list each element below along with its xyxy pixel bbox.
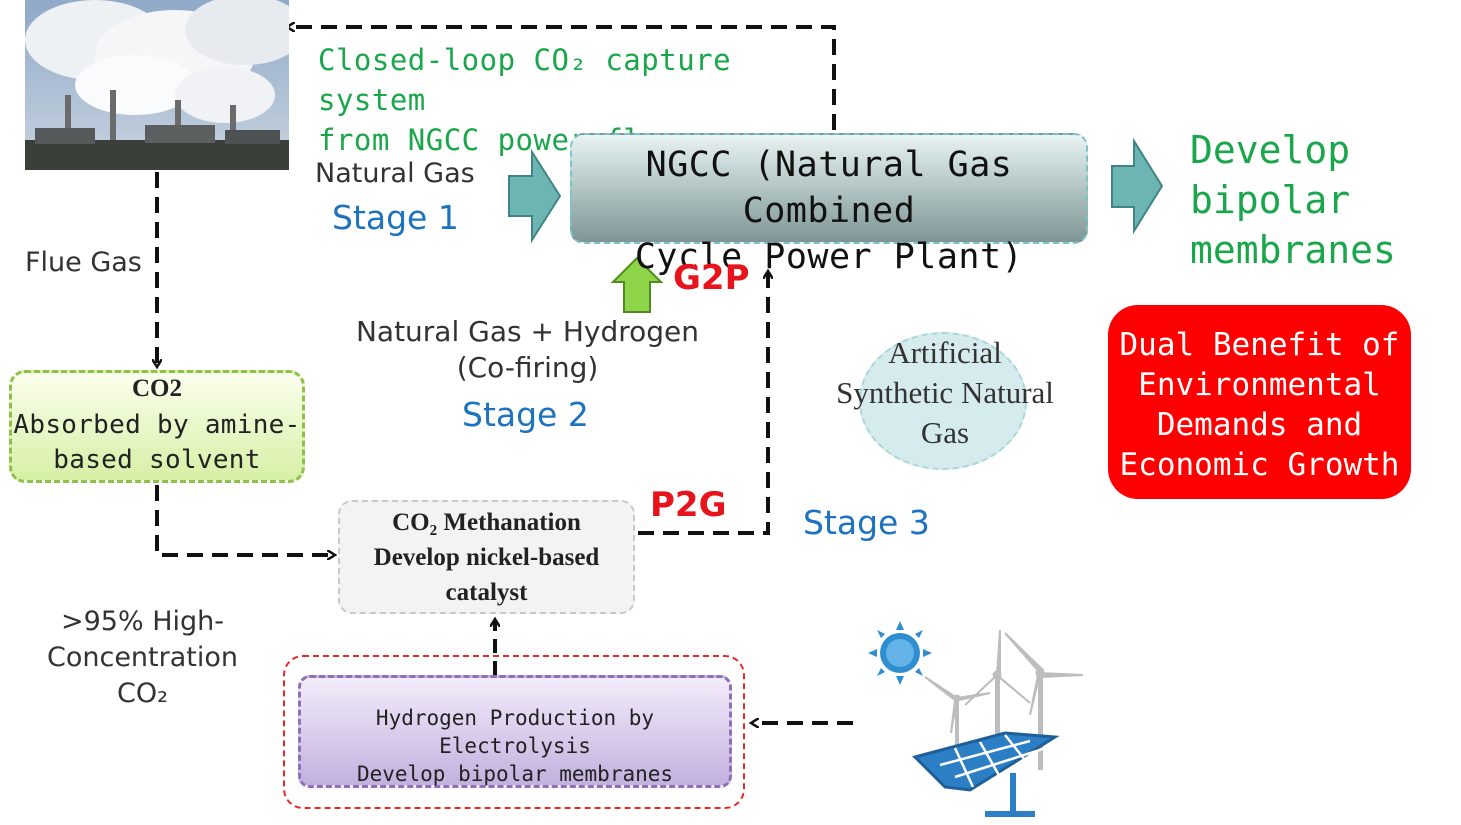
cofiring-line-2: (Co-firing) bbox=[456, 351, 599, 384]
co2-capture-box bbox=[9, 370, 305, 483]
hydrogen-line-2: Develop bipolar membranes bbox=[356, 762, 674, 786]
develop-line-1: Develop bbox=[1190, 128, 1351, 172]
dual-benefit-line-4: Economic Growth bbox=[1119, 447, 1400, 483]
cofiring-up-arrow bbox=[610, 256, 664, 313]
synthetic-gas-circle bbox=[859, 332, 1027, 470]
hydrogen-outer-frame bbox=[283, 655, 745, 809]
high-concentration-co2-label: >95% High- Concentration CO₂ bbox=[20, 604, 265, 712]
high-co2-line-3: CO₂ bbox=[117, 678, 168, 709]
dual-benefit-box: Dual Benefit of Environmental Demands an… bbox=[1108, 305, 1411, 499]
co2-desc-line-2: based solvent bbox=[53, 445, 261, 475]
methanation-line-1: CO₂ Methanation bbox=[392, 509, 581, 536]
ngcc-line-1: NGCC (Natural Gas Combined bbox=[645, 145, 1013, 231]
co2-to-methanation-arrow bbox=[155, 485, 334, 555]
cofiring-text: Natural Gas + Hydrogen (Co-firing) bbox=[340, 314, 715, 386]
hydrogen-production-text: Hydrogen Production by Electrolysis Deve… bbox=[298, 704, 732, 788]
ngcc-output-arrow bbox=[1111, 137, 1164, 235]
ngcc-text: NGCC (Natural Gas Combined Cycle Power P… bbox=[570, 142, 1088, 280]
p2g-to-ngcc-arrow bbox=[638, 272, 768, 535]
high-co2-line-2: Concentration bbox=[46, 642, 238, 673]
methanation-text: CO₂ Methanation Develop nickel-based cat… bbox=[338, 505, 635, 610]
develop-membranes-output: Develop bipolar membranes bbox=[1190, 125, 1396, 275]
synthetic-gas-text: Artificial Synthetic Natural Gas bbox=[795, 333, 1095, 453]
stage1-input-arrow bbox=[508, 148, 562, 244]
develop-line-3: membranes bbox=[1190, 228, 1396, 272]
factory-smokestack-photo bbox=[25, 0, 289, 170]
dual-benefit-line-3: Demands and bbox=[1156, 407, 1363, 443]
sun-icon bbox=[868, 621, 932, 685]
natural-gas-label: Natural Gas bbox=[315, 158, 475, 189]
sng-line-3: Gas bbox=[920, 415, 970, 450]
stage-1-label: Stage 1 bbox=[332, 198, 459, 237]
develop-line-2: bipolar bbox=[1190, 178, 1351, 222]
renewables-illustration bbox=[855, 615, 1095, 820]
dual-benefit-line-2: Environmental bbox=[1138, 367, 1381, 403]
co2-capture-desc: Absorbed by amine- based solvent bbox=[9, 408, 305, 478]
co2-capture-title: CO2 bbox=[132, 375, 182, 402]
stage-3-label: Stage 3 bbox=[803, 503, 930, 542]
loop-caption-line-1: Closed-loop CO₂ capture system bbox=[318, 43, 732, 117]
ngcc-box bbox=[570, 133, 1088, 244]
sng-line-1: Artificial bbox=[888, 335, 1002, 370]
hydrogen-production-box bbox=[298, 675, 732, 788]
methanation-box bbox=[338, 500, 635, 614]
p2g-label: P2G bbox=[650, 485, 727, 525]
solar-panel-icon bbox=[912, 731, 1060, 817]
high-co2-line-1: >95% High- bbox=[60, 606, 224, 637]
g2p-label: G2P bbox=[673, 258, 750, 298]
sng-line-2: Synthetic Natural bbox=[836, 375, 1054, 410]
loop-return-arrow bbox=[288, 27, 836, 130]
stage-2-label: Stage 2 bbox=[462, 395, 589, 434]
hydrogen-line-1: Hydrogen Production by Electrolysis bbox=[375, 706, 655, 758]
cofiring-line-1: Natural Gas + Hydrogen bbox=[355, 315, 700, 348]
methanation-line-3: catalyst bbox=[445, 579, 528, 606]
flue-gas-label: Flue Gas bbox=[25, 247, 142, 278]
co2-desc-line-1: Absorbed by amine- bbox=[13, 410, 301, 440]
ngcc-line-2: Cycle Power Plant) bbox=[634, 237, 1024, 277]
dual-benefit-line-1: Dual Benefit of bbox=[1119, 327, 1400, 363]
methanation-line-2: Develop nickel-based bbox=[373, 544, 600, 571]
wind-turbine-icon bbox=[924, 629, 1084, 770]
